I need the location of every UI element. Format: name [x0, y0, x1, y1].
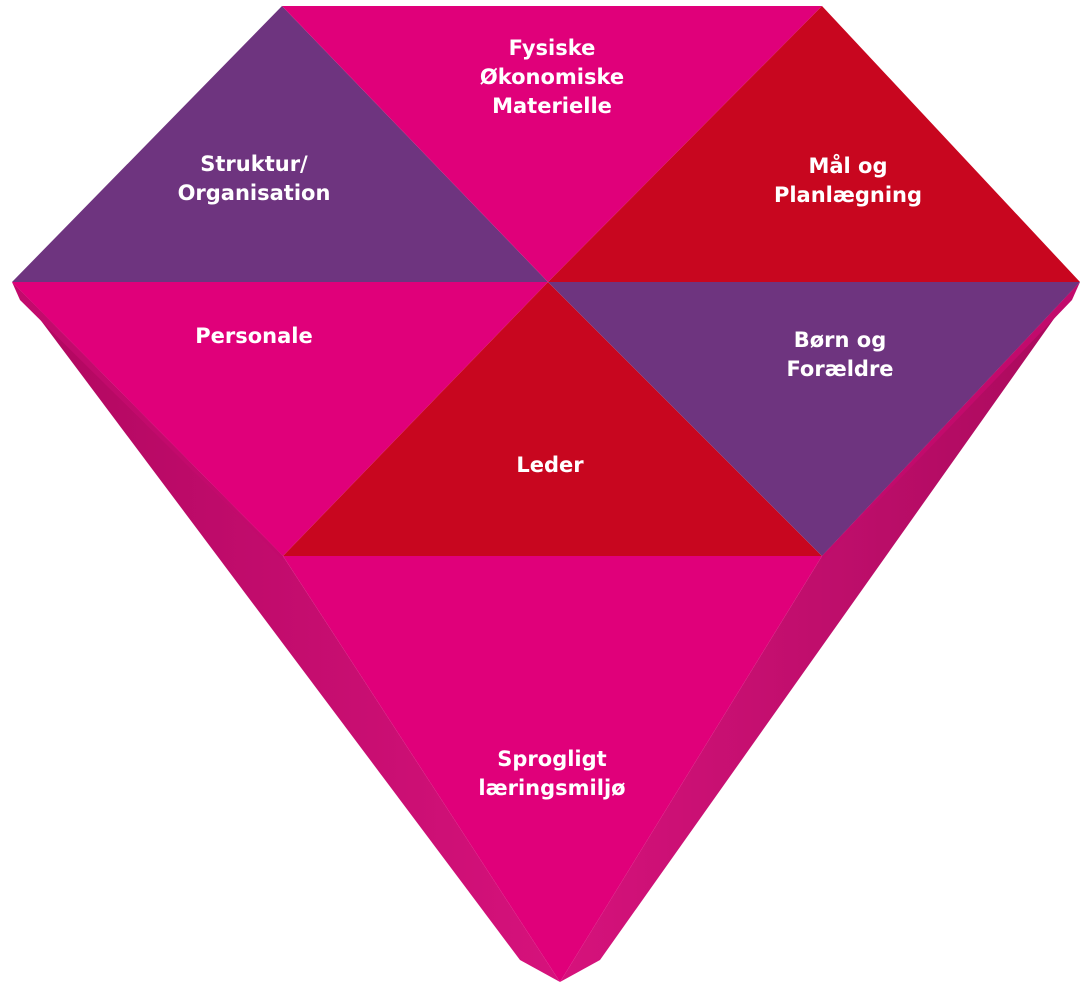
label-sprogligt-line2: læringsmiljø: [478, 776, 626, 800]
label-maal-line2: Planlægning: [773, 183, 923, 207]
label-personale-line1: Personale: [195, 324, 313, 348]
label-leder: Leder: [516, 451, 583, 480]
left-bevel: [12, 282, 283, 560]
label-boern: Børn og Forældre: [786, 326, 893, 384]
label-leder-line1: Leder: [516, 453, 584, 477]
segment-personale: [12, 282, 548, 556]
segment-boern: [548, 282, 1080, 556]
label-fysiske-line3: Materielle: [492, 94, 612, 118]
label-struktur-line1: Struktur/: [200, 152, 308, 176]
label-personale: Personale: [195, 322, 312, 351]
segment-fysiske: [282, 6, 822, 282]
segment-leder: [283, 282, 822, 556]
right-bevel: [822, 282, 1080, 560]
label-fysiske-line1: Fysiske: [508, 36, 596, 60]
label-sprogligt-line1: Sprogligt: [497, 747, 607, 771]
label-maal: Mål og Planlægning: [774, 152, 922, 210]
label-fysiske: Fysiske Økonomiske Materielle: [480, 34, 624, 121]
label-struktur-line2: Organisation: [177, 181, 331, 205]
segment-sprogligt: [283, 556, 822, 982]
label-struktur: Struktur/ Organisation: [178, 150, 331, 208]
label-fysiske-line2: Økonomiske: [479, 65, 625, 89]
label-boern-line2: Forældre: [786, 357, 894, 381]
label-maal-line1: Mål og: [808, 154, 888, 178]
left-side-shadow: [12, 282, 560, 982]
segment-struktur: [12, 6, 548, 282]
label-boern-line1: Børn og: [793, 328, 887, 352]
segment-maal: [548, 6, 1080, 282]
label-sprogligt: Sprogligt læringsmiljø: [478, 745, 625, 803]
right-side-shadow: [560, 282, 1080, 982]
